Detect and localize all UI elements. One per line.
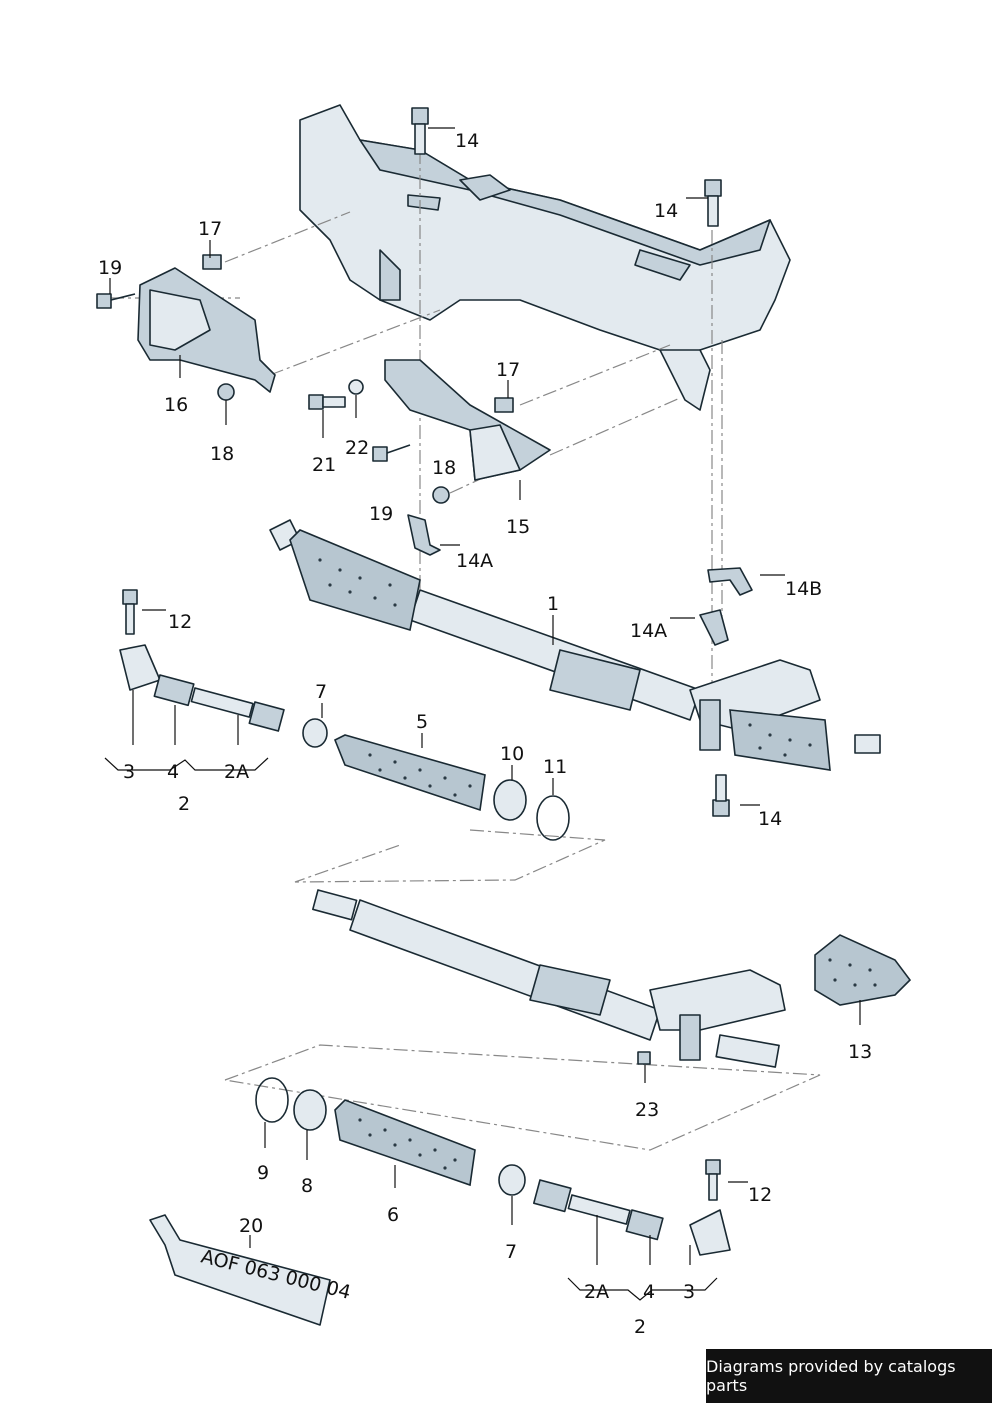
leader-lines xyxy=(104,127,861,1301)
callout-21: 21 xyxy=(312,454,336,476)
callout-23: 23 xyxy=(635,1099,659,1121)
callout-15: 15 xyxy=(506,516,530,538)
callout-7: 7 xyxy=(315,681,327,703)
callout-8: 8 xyxy=(301,1175,313,1197)
callout-14A: 14A xyxy=(456,550,493,572)
callout-19: 19 xyxy=(98,257,122,279)
callout-20: 20 xyxy=(239,1215,263,1237)
callout-2A: 2A xyxy=(584,1281,609,1303)
callout-14: 14 xyxy=(758,808,782,830)
steering-rack-upper xyxy=(269,519,881,771)
callout-1: 1 xyxy=(547,593,559,615)
callout-5: 5 xyxy=(416,711,428,733)
callout-3: 3 xyxy=(683,1281,695,1303)
callout-9: 9 xyxy=(257,1162,269,1184)
callout-17: 17 xyxy=(496,359,520,381)
callout-18: 18 xyxy=(432,457,456,479)
callout-7: 7 xyxy=(505,1241,517,1263)
boot-6-set xyxy=(255,1077,526,1196)
callout-11: 11 xyxy=(543,756,567,778)
callout-17: 17 xyxy=(198,218,222,240)
credit-text: Diagrams provided by catalogs parts xyxy=(706,1357,956,1395)
callout-18: 18 xyxy=(210,443,234,465)
callout-6: 6 xyxy=(387,1204,399,1226)
callout-14: 14 xyxy=(455,130,479,152)
tie-rod-upper xyxy=(119,644,285,732)
callout-4: 4 xyxy=(167,761,179,783)
callout-22: 22 xyxy=(345,437,369,459)
callout-2: 2 xyxy=(178,793,190,815)
callout-3: 3 xyxy=(123,761,135,783)
callout-12: 12 xyxy=(748,1184,772,1206)
callout-10: 10 xyxy=(500,743,524,765)
subframe xyxy=(299,104,791,411)
callout-14A: 14A xyxy=(630,620,667,642)
credit-banner: Diagrams provided by catalogs parts xyxy=(706,1349,992,1403)
bracket-16 xyxy=(137,267,276,393)
boot-13 xyxy=(814,934,912,1006)
callout-14B: 14B xyxy=(785,578,822,600)
callout-12: 12 xyxy=(168,611,192,633)
callout-2A: 2A xyxy=(224,761,249,783)
bracket-15 xyxy=(384,359,551,481)
callout-2: 2 xyxy=(634,1316,646,1338)
callout-labels: 14 14 14 17 17 19 19 16 18 18 21 22 15 1… xyxy=(98,130,872,1338)
callout-16: 16 xyxy=(164,394,188,416)
boot-5-set xyxy=(302,718,570,841)
tie-rod-lower xyxy=(532,1179,731,1256)
callout-14: 14 xyxy=(654,200,678,222)
callout-13: 13 xyxy=(848,1041,872,1063)
callout-4: 4 xyxy=(643,1281,655,1303)
steering-rack-lower xyxy=(312,889,786,1068)
callout-19: 19 xyxy=(369,503,393,525)
